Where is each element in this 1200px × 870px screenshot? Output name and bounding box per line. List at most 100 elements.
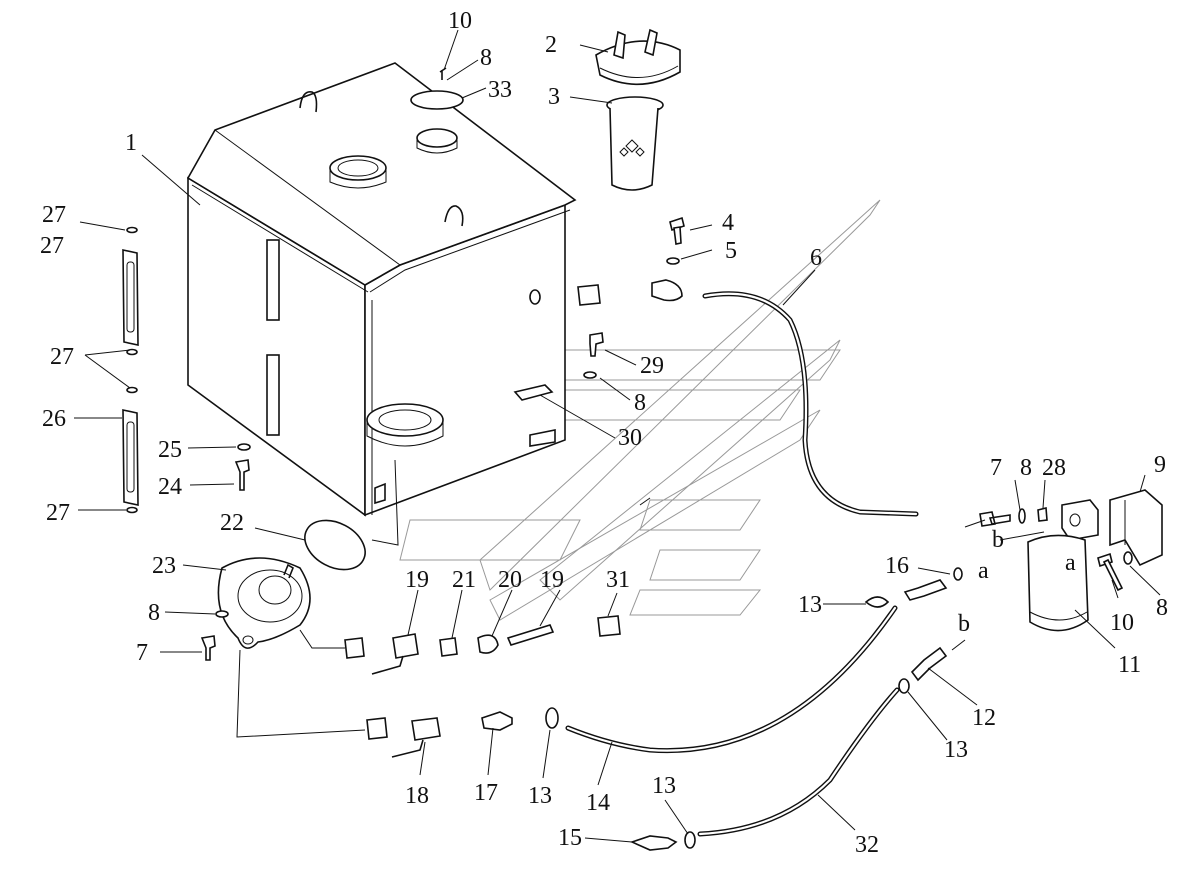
label-3: 3 [548, 84, 560, 110]
label-1: 1 [125, 130, 137, 156]
pipe-19b [506, 624, 555, 646]
bracket-9 [1109, 489, 1163, 567]
filler-cap [595, 28, 681, 86]
washer-13a [545, 707, 559, 729]
label-a1: a [978, 558, 989, 584]
flange-cover [217, 557, 311, 649]
label-27d: 27 [46, 500, 70, 526]
fitting-31 [597, 615, 621, 637]
washer-5 [666, 257, 680, 265]
label-23: 23 [152, 553, 176, 579]
label-27c: 27 [50, 344, 74, 370]
label-22: 22 [220, 510, 244, 536]
nipple-21 [439, 637, 458, 657]
supply-hose [565, 605, 898, 754]
label-26: 26 [42, 406, 66, 432]
label-13d: 13 [652, 773, 676, 799]
label-4: 4 [722, 210, 734, 236]
washer-8e [1123, 551, 1133, 565]
label-13a: 13 [798, 592, 822, 618]
label-31: 31 [606, 567, 630, 593]
nut-28 [1037, 506, 1048, 522]
screw-27a [126, 226, 138, 234]
label-8e: 8 [1156, 595, 1168, 621]
label-2: 2 [545, 32, 557, 58]
label-16: 16 [885, 553, 909, 579]
connector-15 [629, 835, 678, 851]
clamp-20 [477, 634, 499, 654]
label-11: 11 [1118, 652, 1141, 678]
fitting-upper [344, 637, 365, 659]
washer-8b [1018, 508, 1026, 524]
valve-18 [391, 717, 441, 758]
bolt-29 [589, 332, 604, 357]
callout-labels: 1 2 3 10 8 33 4 5 6 29 8 30 27 27 27 26 … [40, 8, 1168, 858]
label-33: 33 [488, 77, 512, 103]
label-7b: 7 [990, 455, 1002, 481]
washer-25 [237, 443, 251, 451]
washer-8a [215, 610, 229, 618]
label-27a: 27 [42, 202, 66, 228]
fuel-tank [186, 62, 577, 517]
screw-27c [126, 348, 138, 356]
label-25: 25 [158, 437, 182, 463]
banjo-13b [864, 596, 890, 608]
valve-19a [371, 633, 419, 675]
label-a2: a [1065, 550, 1076, 576]
label-6: 6 [810, 245, 822, 271]
connector-16 [903, 567, 963, 601]
label-7a: 7 [136, 640, 148, 666]
label-28: 28 [1042, 455, 1066, 481]
washer-13d [684, 831, 696, 849]
elbow-fitting [651, 279, 683, 302]
bolt-10 [1097, 552, 1124, 592]
bolt-24 [234, 459, 250, 491]
label-8c: 8 [634, 390, 646, 416]
connector-12 [898, 646, 948, 694]
label-21: 21 [452, 567, 476, 593]
label-5: 5 [725, 238, 737, 264]
connector-17 [481, 711, 513, 731]
return-hose [702, 291, 919, 517]
label-27b: 27 [40, 233, 64, 259]
label-32: 32 [855, 832, 879, 858]
label-19a: 19 [405, 567, 429, 593]
fitting-lower [366, 717, 388, 740]
strap-26 [122, 409, 139, 506]
label-12: 12 [972, 705, 996, 731]
label-15: 15 [558, 825, 582, 851]
union-fitting [577, 284, 601, 306]
bolt-7b [979, 511, 1011, 527]
strap-27 [122, 249, 139, 346]
label-14: 14 [586, 790, 610, 816]
outlet-hose [697, 687, 900, 837]
washer-8c [583, 371, 597, 379]
watermark-logo [399, 199, 881, 621]
fuel-filter [1027, 499, 1099, 632]
label-20: 20 [498, 567, 522, 593]
label-17: 17 [474, 780, 498, 806]
cover-plate [410, 67, 464, 110]
label-8b: 8 [148, 600, 160, 626]
bolt-4 [669, 216, 685, 245]
label-24: 24 [158, 474, 182, 500]
screw-27d [126, 386, 138, 394]
label-10a: 10 [448, 8, 472, 34]
label-18: 18 [405, 783, 429, 809]
label-10b: 10 [1110, 610, 1134, 636]
label-8a: 8 [480, 45, 492, 71]
label-29: 29 [640, 353, 664, 379]
label-9: 9 [1154, 452, 1166, 478]
label-13b: 13 [944, 737, 968, 763]
label-19b: 19 [540, 567, 564, 593]
label-8d: 8 [1020, 455, 1032, 481]
filter-strainer [606, 96, 664, 191]
label-30: 30 [618, 425, 642, 451]
label-b2: b [992, 527, 1004, 553]
screw-27e [126, 506, 138, 514]
label-b1: b [958, 611, 970, 637]
label-13c: 13 [528, 783, 552, 809]
gasket-22 [304, 519, 366, 571]
bolt-7a [200, 635, 216, 661]
